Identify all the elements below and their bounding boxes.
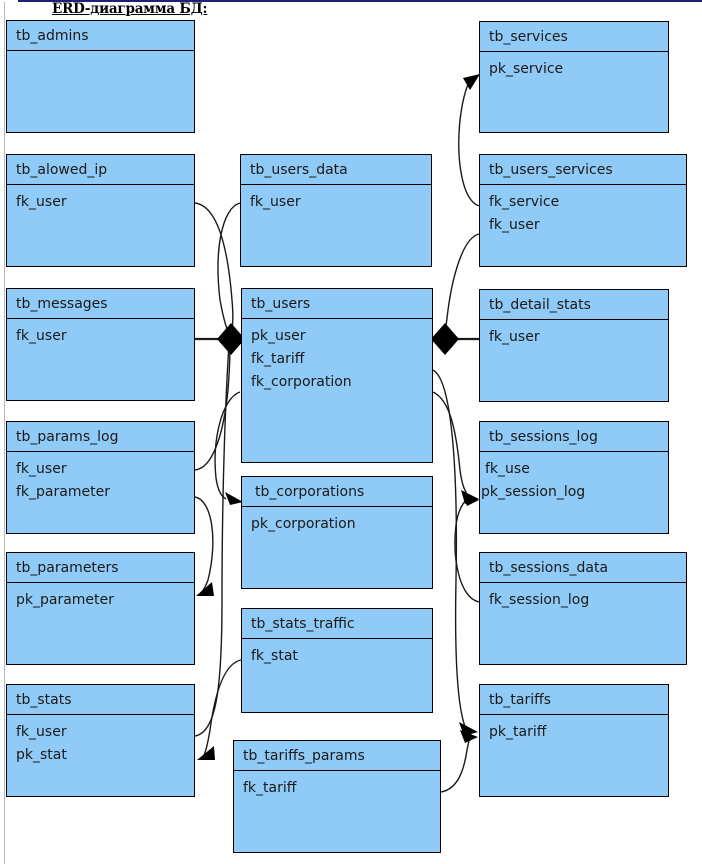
link-params-log-to-parameters xyxy=(194,496,214,594)
entity-attributes: pk_tariff xyxy=(480,715,668,744)
entity-attributes: fk_session_log xyxy=(480,583,686,612)
entity-attributes: fk_tariff xyxy=(234,771,440,800)
entity-name: tb_sessions_data xyxy=(480,553,686,583)
attribute: fk_user xyxy=(16,724,67,740)
entity-tb-tariffs[interactable]: tb_tariffs pk_tariff xyxy=(479,684,669,797)
link-users-services-to-services xyxy=(458,77,480,207)
attribute: fk_service xyxy=(489,194,560,210)
entity-tb-corporations[interactable]: tb_corporations pk_corporation xyxy=(241,476,433,589)
entity-name: tb_tariffs_params xyxy=(234,741,440,771)
entity-tb-stats[interactable]: tb_stats fk_user pk_stat xyxy=(6,684,195,797)
link-sessions-data-to-sessions-log xyxy=(454,496,480,603)
entity-attributes: pk_user fk_tariff fk_corporation xyxy=(242,319,432,394)
entity-attributes: fk_user xyxy=(480,320,668,349)
entity-name: tb_alowed_ip xyxy=(7,155,194,185)
attribute: pk_user xyxy=(251,328,306,344)
entity-name: tb_admins xyxy=(7,21,194,51)
entity-name: tb_corporations xyxy=(242,477,432,507)
entity-attributes: fk_user fk_parameter xyxy=(7,452,194,504)
entity-name: tb_parameters xyxy=(7,553,194,583)
arrow-to-sessions-log-2 xyxy=(462,492,479,506)
entity-tb-services[interactable]: tb_services pk_service xyxy=(479,21,669,133)
attribute: fk_session_log xyxy=(489,592,590,608)
attribute: fk_user xyxy=(16,328,67,344)
entity-tb-users[interactable]: tb_users pk_user fk_tariff fk_corporatio… xyxy=(241,288,433,463)
link-stats-to-users xyxy=(194,343,230,737)
entity-tb-parameters[interactable]: tb_parameters pk_parameter xyxy=(6,552,195,665)
entity-name: tb_sessions_log xyxy=(480,422,668,452)
arrow-to-tariffs-2 xyxy=(460,730,478,743)
entity-attributes: fk_user pk_stat xyxy=(7,715,194,767)
entity-attributes: fk_user xyxy=(7,319,194,348)
link-users-to-tariffs xyxy=(432,369,467,730)
link-users-to-sessions-log xyxy=(432,391,471,498)
arrow-to-services xyxy=(463,74,480,90)
attribute: pk_stat xyxy=(16,747,67,763)
entity-tb-alowed-ip[interactable]: tb_alowed_ip fk_user xyxy=(6,154,195,267)
entity-name: tb_params_log xyxy=(7,422,194,452)
entity-tb-tariffs-params[interactable]: tb_tariffs_params fk_tariff xyxy=(233,740,441,853)
attribute: pk_corporation xyxy=(251,516,356,532)
entity-attributes: pk_parameter xyxy=(7,583,194,612)
entity-tb-admins[interactable]: tb_admins xyxy=(6,20,195,133)
attribute: fk_use xyxy=(485,461,530,477)
entity-attributes: fk_stat xyxy=(242,639,432,668)
entity-name: tb_services xyxy=(480,22,668,52)
link-alowed-ip-to-users xyxy=(194,202,234,338)
attribute: pk_tariff xyxy=(489,724,547,740)
link-tariffs-params-to-tariffs xyxy=(440,733,472,793)
attribute: pk_parameter xyxy=(16,592,114,608)
entity-attributes xyxy=(7,51,194,57)
arrow-to-sessions-log-1 xyxy=(461,490,479,504)
header-rule xyxy=(18,0,702,2)
attribute: fk_corporation xyxy=(251,374,352,390)
arrow-to-tariffs-1 xyxy=(459,722,478,736)
attribute: fk_tariff xyxy=(243,780,297,796)
link-users-data-to-users xyxy=(217,202,241,339)
entity-tb-detail-stats[interactable]: tb_detail_stats fk_user xyxy=(479,289,669,402)
entity-attributes: pk_corporation xyxy=(242,507,432,536)
attribute: pk_service xyxy=(489,61,564,77)
entity-name: tb_messages xyxy=(7,289,194,319)
attribute: fk_user xyxy=(489,329,540,345)
page-title: ERD-диаграмма БД: xyxy=(52,1,208,17)
entity-name: tb_tariffs xyxy=(480,685,668,715)
attribute: fk_parameter xyxy=(16,484,110,500)
arrow-to-parameters xyxy=(196,582,214,596)
attribute: fk_stat xyxy=(251,648,298,664)
entity-name: tb_users_data xyxy=(241,155,431,185)
entity-name: tb_stats_traffic xyxy=(242,609,432,639)
entity-tb-sessions-log[interactable]: tb_sessions_log fk_use pk_session_log xyxy=(479,421,669,534)
attribute: pk_session_log xyxy=(481,484,586,500)
link-users-to-corporations xyxy=(214,391,241,500)
entity-attributes: fk_service fk_user xyxy=(480,185,686,237)
link-users-services-to-users xyxy=(444,233,480,338)
attribute: fk_tariff xyxy=(251,351,305,367)
entity-name: tb_users_services xyxy=(480,155,686,185)
attribute: fk_user xyxy=(489,217,540,233)
left-margin-rule xyxy=(4,2,5,864)
entity-name: tb_users xyxy=(242,289,432,319)
entity-name: tb_detail_stats xyxy=(480,290,668,320)
entity-tb-users-data[interactable]: tb_users_data fk_user xyxy=(240,154,432,267)
link-params-log-to-users xyxy=(194,342,231,471)
attribute: fk_user xyxy=(250,194,301,210)
entity-attributes: fk_user xyxy=(7,185,194,214)
attribute: fk_user xyxy=(16,194,67,210)
entity-tb-params-log[interactable]: tb_params_log fk_user fk_parameter xyxy=(6,421,195,534)
entity-tb-users-services[interactable]: tb_users_services fk_service fk_user xyxy=(479,154,687,267)
arrow-to-stats xyxy=(197,746,215,760)
attribute: fk_user xyxy=(16,461,67,477)
entity-tb-messages[interactable]: tb_messages fk_user xyxy=(6,288,195,401)
entity-tb-stats-traffic[interactable]: tb_stats_traffic fk_stat xyxy=(241,608,433,713)
entity-attributes: fk_use pk_session_log xyxy=(480,452,668,504)
entity-name: tb_stats xyxy=(7,685,194,715)
entity-tb-sessions-data[interactable]: tb_sessions_data fk_session_log xyxy=(479,552,687,665)
diamond-users-right xyxy=(431,323,459,355)
entity-attributes: fk_user xyxy=(241,185,431,214)
entity-attributes: pk_service xyxy=(480,52,668,81)
